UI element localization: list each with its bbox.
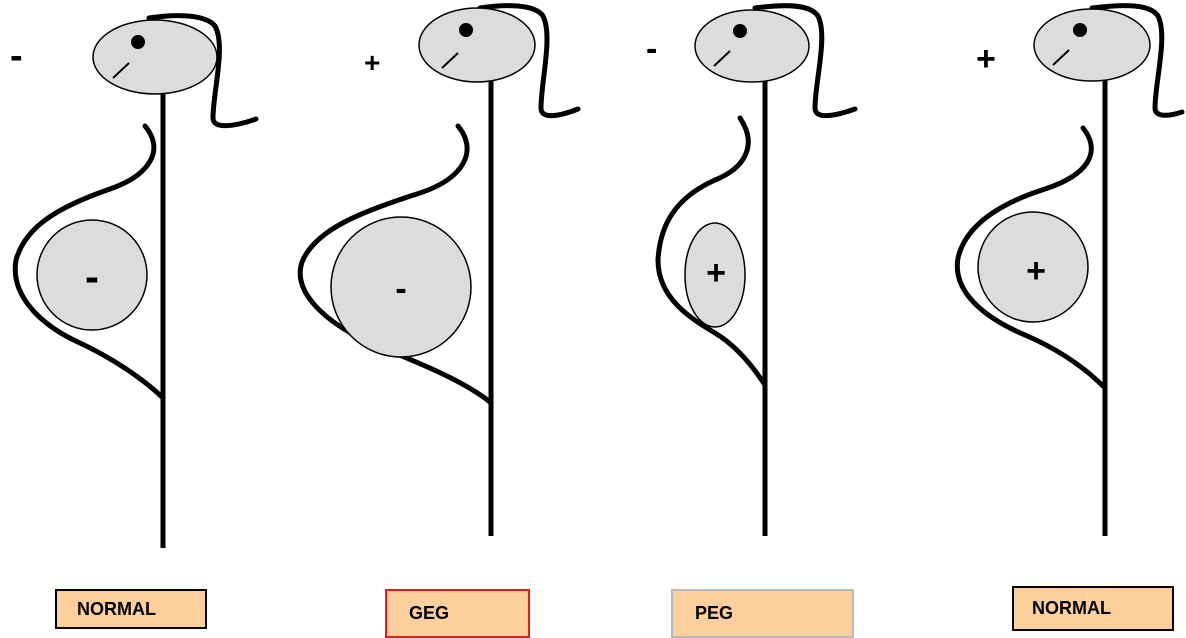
inner-sign: + bbox=[1026, 252, 1046, 290]
eye bbox=[459, 23, 473, 37]
label-box-peg: PEG bbox=[671, 589, 854, 638]
label-box-geg: GEG bbox=[385, 589, 530, 638]
inner-sign: - bbox=[85, 253, 99, 300]
label-text: GEG bbox=[409, 603, 449, 624]
label-text: NORMAL bbox=[1032, 598, 1111, 619]
inner-sign: + bbox=[706, 254, 726, 292]
head bbox=[93, 20, 217, 94]
label-box-normal-1: NORMAL bbox=[55, 589, 207, 629]
head-sign: + bbox=[364, 47, 380, 78]
figure-3: - + bbox=[646, 6, 855, 536]
label-box-normal-2: NORMAL bbox=[1012, 586, 1174, 631]
head-sign: - bbox=[646, 30, 657, 68]
head-sign: - bbox=[10, 35, 23, 77]
eye bbox=[131, 35, 145, 49]
eye bbox=[733, 24, 747, 38]
figure-1: - - bbox=[10, 16, 256, 548]
head bbox=[695, 10, 809, 82]
eye bbox=[1073, 23, 1087, 37]
figure-4: + + bbox=[957, 6, 1182, 536]
head bbox=[1034, 9, 1150, 81]
inner-sign: - bbox=[395, 270, 406, 308]
label-text: NORMAL bbox=[77, 599, 156, 620]
head-sign: + bbox=[976, 40, 996, 78]
label-text: PEG bbox=[695, 603, 733, 624]
figure-2: + - bbox=[300, 6, 578, 536]
head bbox=[419, 8, 535, 82]
